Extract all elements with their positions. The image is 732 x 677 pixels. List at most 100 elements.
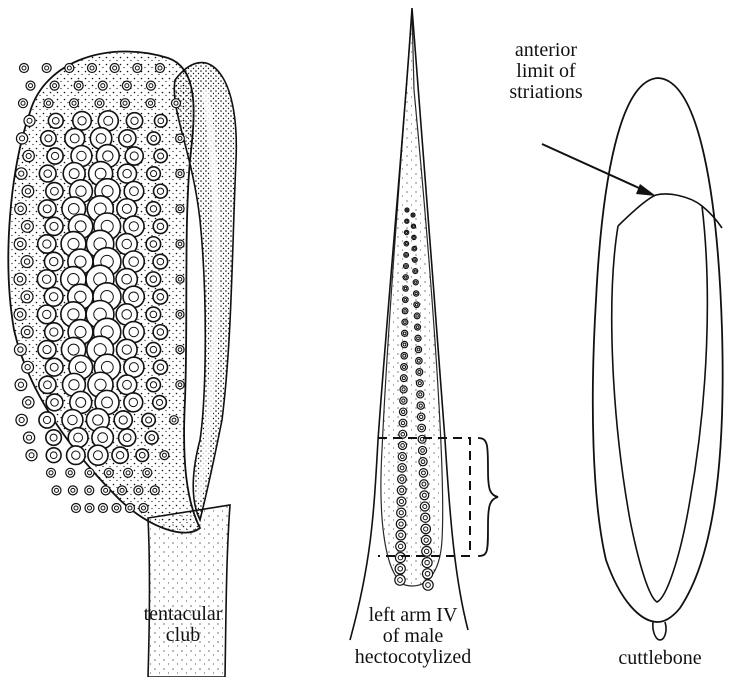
sucker [15,203,27,215]
sucker [153,396,167,410]
sucker [44,287,63,306]
inner-striated-zone [612,206,708,602]
sucker [146,202,160,216]
sucker [396,530,406,540]
sucker [146,99,155,108]
sucker [413,280,418,285]
sucker [414,302,420,308]
sucker [88,64,97,73]
sucker [48,113,63,128]
sucker [176,381,184,389]
sucker [39,412,55,428]
sucker [110,64,119,73]
sucker [403,297,409,303]
sucker [24,115,35,126]
sucker [154,184,168,198]
sucker [139,504,148,513]
sucker [160,451,169,460]
sucker [150,486,159,495]
arm-surface [381,10,443,586]
sucker [145,431,158,444]
sucker [176,169,184,177]
sucker [400,397,407,404]
sucker [397,486,406,495]
sucker [419,469,427,477]
sucker [16,133,27,144]
sucker [85,468,94,477]
sucker [125,147,143,165]
sucker [67,446,86,465]
sucker [417,402,424,409]
label-cuttlebone: cuttlebone [600,648,720,669]
sucker [85,504,94,513]
sucker [422,546,432,556]
label-anterior-limit-of-striations: anterior limit of striations [486,40,606,103]
sucker [404,252,409,257]
sucker [176,205,184,213]
label-line: anterior [486,40,606,61]
sucker [419,446,427,454]
sucker [45,358,63,376]
sucker [46,448,61,463]
sucker [22,397,34,409]
sucker [26,450,37,461]
sucker [402,319,408,325]
sucker [23,432,34,443]
sucker [85,486,94,495]
sucker [405,208,409,212]
sucker [414,313,420,319]
sucker [176,346,184,354]
sucker [126,504,135,513]
sucker [73,112,92,131]
sucker [421,513,430,522]
sucker [44,99,53,108]
label-line: of male [318,626,508,647]
sucker [422,558,432,568]
sucker [416,357,423,364]
sucker [153,219,167,233]
sucker [153,254,168,269]
sucker [21,220,33,232]
sucker [15,168,27,180]
sucker [119,130,136,147]
sucker [147,167,161,181]
sucker [420,491,429,500]
sucker [404,230,408,234]
sucker [88,445,108,465]
sucker [16,414,27,425]
sucker [14,308,26,320]
sucker [126,113,142,129]
sucker [124,357,144,377]
sucker [146,307,161,322]
sucker [26,81,35,90]
sucker [114,411,132,429]
sucker [403,286,408,291]
sucker [124,393,143,412]
hectocotylus-brace [478,438,498,556]
sucker [154,114,167,127]
label-hectocotylized-arm: left arm IV of male hectocotylized [318,605,508,668]
sucker [45,323,63,341]
sucker [46,394,63,411]
sucker [397,497,406,506]
sucker [153,360,167,374]
sucker [401,352,408,359]
sucker [99,504,108,513]
sucker [172,99,181,108]
sucker [416,369,423,376]
sucker [405,219,409,223]
label-line: limit of [486,61,606,82]
sucker [395,553,405,563]
sucker [153,325,168,340]
sucker [22,361,34,373]
sucker [66,468,75,477]
sucker [38,341,56,359]
label-line: hectocotylized [318,647,508,668]
label-tentacular-club: tentacular club [128,604,238,646]
sucker [176,310,184,318]
sucker [112,447,128,463]
sucker [398,464,406,472]
sucker [413,269,418,274]
sucker [44,252,63,271]
